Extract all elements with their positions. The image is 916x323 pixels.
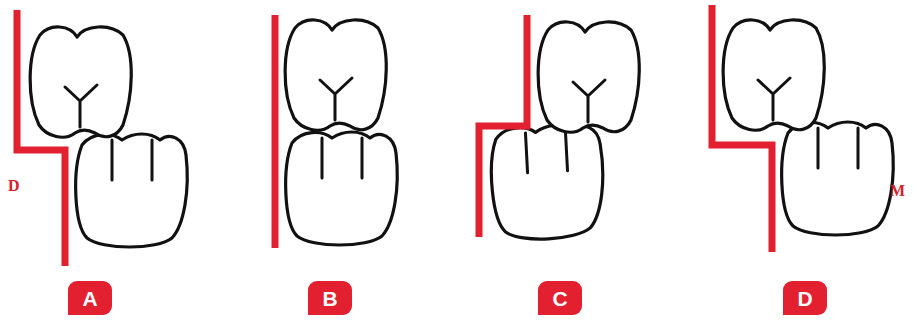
panel-letter: C	[552, 288, 567, 309]
direction-label: D	[8, 178, 20, 194]
lower-molar	[489, 123, 606, 242]
panel-letter: B	[322, 288, 337, 309]
panel-badge: C	[538, 281, 582, 315]
panel-letter: D	[797, 288, 812, 309]
panel-letter: A	[82, 288, 97, 309]
panel-badge: A	[68, 281, 112, 315]
terminal-plane	[17, 10, 65, 266]
direction-label: M	[890, 183, 905, 199]
lower-molar	[286, 132, 398, 245]
upper-molar	[538, 22, 639, 132]
panel-badge: D	[783, 281, 827, 315]
terminal-plane	[272, 15, 279, 248]
upper-molar	[30, 27, 131, 137]
terminal-plane	[712, 5, 772, 252]
lower-molar	[76, 134, 188, 247]
upper-molar	[285, 20, 386, 130]
panel-badge: B	[308, 281, 352, 315]
terminal-plane	[479, 15, 527, 237]
upper-molar	[723, 20, 824, 130]
lower-molar	[782, 122, 894, 235]
